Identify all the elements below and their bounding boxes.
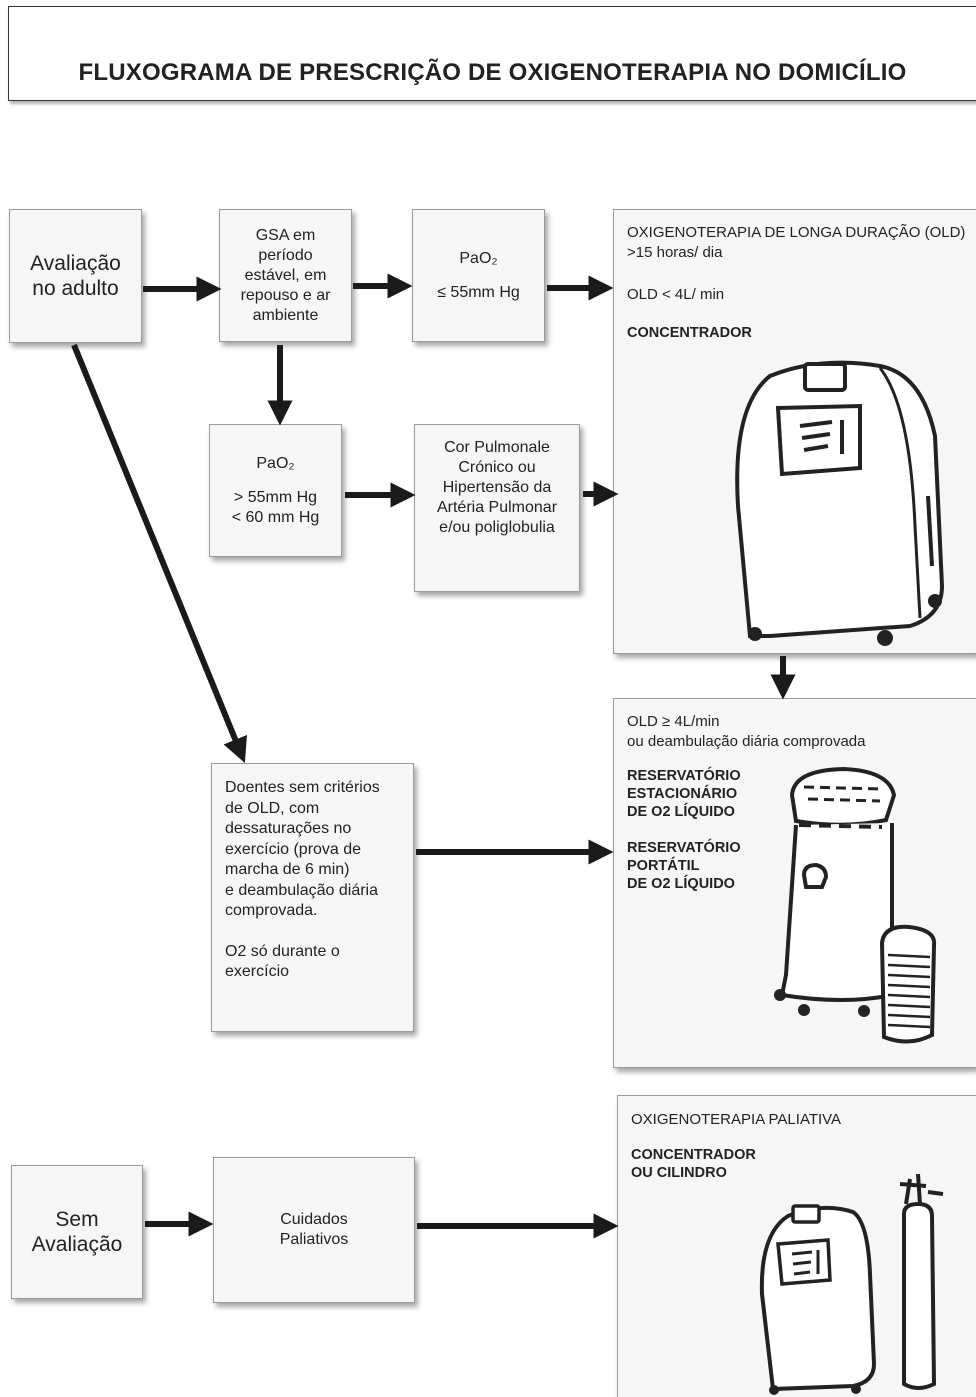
old-device: CONCENTRADOR	[627, 325, 752, 341]
gsa-line-5: ambiente	[252, 306, 319, 324]
gsa-line-1: GSA em	[255, 226, 316, 244]
cuidados-line-2: Paliativos	[279, 1231, 349, 1248]
doentes-line-6: e deambulação diária	[225, 881, 378, 899]
liquid-device-1-line-2: ESTACIONÁRIO	[627, 786, 738, 802]
box-gsa: GSA em período estável, em repouso e ar …	[219, 209, 352, 342]
gsa-line-3: estável, em	[244, 266, 327, 284]
pao2-mid-value-2: < 60 mm Hg	[231, 508, 320, 526]
cor-line-4: Artéria Pulmonar	[436, 499, 558, 516]
cor-line-1: Cor Pulmonale	[444, 439, 550, 456]
sem-avaliacao-line-1: Sem	[55, 1208, 99, 1231]
doentes-line-1: Doentes sem critérios	[225, 779, 380, 796]
avaliacao-line-2: no adulto	[32, 277, 119, 300]
pao2-mid-label: PaO₂	[256, 454, 295, 472]
box-pao2-low: PaO₂ ≤ 55mm Hg	[412, 209, 545, 342]
doentes-note-1: O2 só durante o	[225, 942, 340, 960]
cor-line-2: Crónico ou	[458, 459, 536, 476]
box-liquid-reservoir: OLD ≥ 4L/min ou deambulação diária compr…	[613, 698, 976, 1068]
liquid-device-2-line-1: RESERVATÓRIO	[627, 840, 741, 856]
title-box: FLUXOGRAMA DE PRESCRIÇÃO DE OXIGENOTERAP…	[8, 6, 976, 101]
avaliacao-line-1: Avaliação	[30, 252, 121, 275]
pao2-low-label: PaO₂	[459, 249, 498, 267]
box-oxigenoterapia-paliativa: OXIGENOTERAPIA PALIATIVA CONCENTRADOR OU…	[617, 1095, 976, 1397]
doentes-line-5: marcha de 6 min)	[225, 861, 350, 878]
doentes-line-7: comprovada.	[225, 902, 318, 919]
liquid-reservoir-illustration	[774, 766, 937, 1044]
old-line-3: OLD < 4L/ min	[627, 286, 725, 303]
liquid-line-1: OLD ≥ 4L/min	[627, 713, 720, 730]
old-line-1: OXIGENOTERAPIA DE LONGA DURAÇÃO (OLD)	[627, 224, 966, 241]
liquid-line-2: ou deambulação diária comprovada	[627, 733, 866, 750]
cuidados-line-1: Cuidados	[280, 1211, 348, 1228]
old-line-2: >15 horas/ dia	[627, 244, 723, 261]
box-sem-avaliacao: Sem Avaliação	[11, 1165, 143, 1299]
concentrator-cylinder-illustration	[759, 1173, 944, 1395]
box-avaliacao-adulto: Avaliação no adulto	[9, 209, 142, 343]
liquid-device-2-line-2: PORTÁTIL	[627, 858, 700, 874]
liquid-device-2-line-3: DE O2 LÍQUIDO	[627, 876, 735, 892]
pao2-mid-value-1: > 55mm Hg	[233, 488, 318, 506]
pao2-low-value: ≤ 55mm Hg	[437, 283, 520, 301]
sem-avaliacao-line-2: Avaliação	[31, 1233, 123, 1256]
gsa-line-4: repouso e ar	[240, 286, 331, 304]
page-title: FLUXOGRAMA DE PRESCRIÇÃO DE OXIGENOTERAP…	[78, 59, 907, 86]
box-doentes-sem-criterios: Doentes sem critérios de OLD, com dessat…	[211, 763, 414, 1032]
gsa-line-2: período	[258, 246, 313, 264]
doentes-line-4: exercício (prova de	[225, 840, 362, 858]
paliativa-line-1: OXIGENOTERAPIA PALIATIVA	[631, 1111, 842, 1128]
paliativa-device-line-1: CONCENTRADOR	[631, 1147, 756, 1163]
doentes-line-3: dessaturações no	[225, 820, 352, 837]
box-old-concentrador: OXIGENOTERAPIA DE LONGA DURAÇÃO (OLD) >1…	[613, 209, 976, 654]
liquid-device-1-line-3: DE O2 LÍQUIDO	[627, 804, 735, 820]
liquid-device-1-line-1: RESERVATÓRIO	[627, 768, 741, 784]
doentes-line-2: de OLD, com	[225, 799, 320, 817]
box-cor-pulmonale: Cor Pulmonale Crónico ou Hipertensão da …	[414, 424, 580, 592]
cor-line-3: Hipertensão da	[442, 479, 552, 496]
doentes-note-2: exercício	[225, 963, 290, 980]
concentrator-illustration	[735, 360, 945, 646]
cor-line-5: e/ou poliglobulia	[439, 519, 555, 536]
box-pao2-mid: PaO₂ > 55mm Hg < 60 mm Hg	[209, 424, 342, 557]
box-cuidados-paliativos: Cuidados Paliativos	[213, 1157, 415, 1303]
paliativa-device-line-2: OU CILINDRO	[631, 1165, 727, 1181]
